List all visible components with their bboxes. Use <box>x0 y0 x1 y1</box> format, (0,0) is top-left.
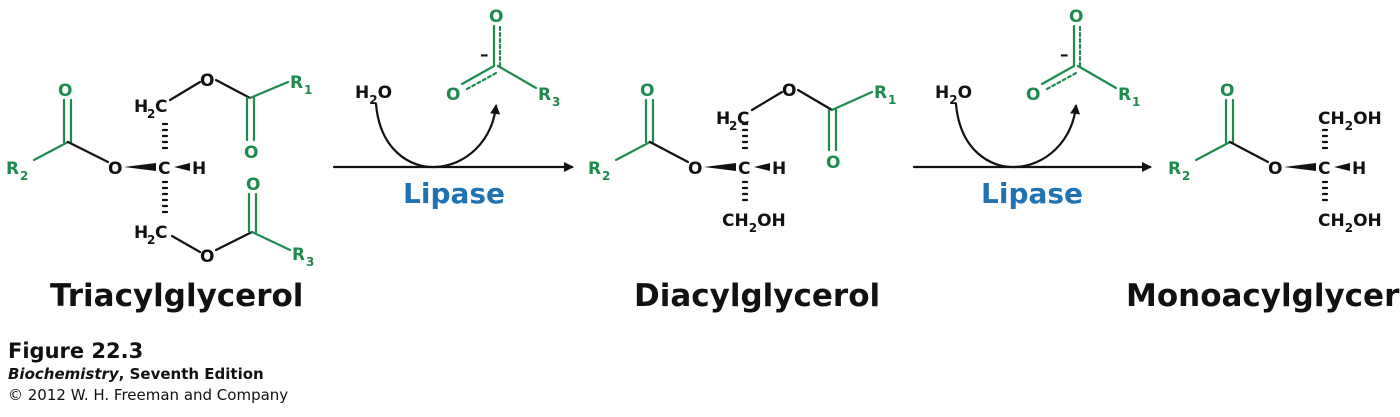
tag-r1: R <box>290 73 303 93</box>
tag-ester-o-top: O <box>200 71 214 91</box>
enzyme-lipase-1: Lipase <box>403 177 505 210</box>
svg-text:R: R <box>1168 159 1181 179</box>
carboxylate-1-o-top: O <box>489 7 503 27</box>
svg-text:R: R <box>588 159 601 179</box>
figure-caption: Figure 22.3 Biochemistry, Seventh Editio… <box>8 338 288 406</box>
enzyme-lipase-2: Lipase <box>981 177 1083 210</box>
carboxylate-1-charge: – <box>480 45 489 65</box>
label-diacylglycerol: Diacylglycerol <box>634 278 880 314</box>
svg-text:2: 2 <box>729 119 737 133</box>
figure-number: Figure 22.3 <box>8 339 144 363</box>
tag-h: H <box>192 159 206 179</box>
water-1: H2O <box>355 83 392 107</box>
svg-text:–: – <box>1060 45 1069 65</box>
svg-text:C: C <box>155 223 167 243</box>
svg-text:C: C <box>1318 159 1330 179</box>
svg-text:O: O <box>1026 85 1040 105</box>
svg-text:3: 3 <box>552 95 560 109</box>
tag-r2-sub: 2 <box>20 169 28 183</box>
svg-text:O: O <box>782 81 796 101</box>
dag-ch2oh: CH2OH <box>722 211 786 235</box>
svg-text:2: 2 <box>602 169 610 183</box>
svg-text:R: R <box>874 83 887 103</box>
tag-ester-o-mid: O <box>108 159 122 179</box>
label-monoacylglycerol: Monoacylglycerol <box>1126 278 1400 314</box>
svg-text:H: H <box>772 159 786 179</box>
tag-h2c-top: H <box>134 97 148 117</box>
svg-text:2: 2 <box>147 107 155 121</box>
monoacylglycerol-structure: O R 2 O C H CH2OH CH2OH <box>1168 81 1382 235</box>
label-triacylglycerol: Triacylglycerol <box>50 278 303 314</box>
svg-text:O: O <box>1268 159 1282 179</box>
svg-text:O: O <box>826 153 840 173</box>
svg-text:1: 1 <box>1132 95 1140 109</box>
mag-ch2oh-bottom: CH2OH <box>1318 211 1382 235</box>
svg-text:1: 1 <box>304 83 312 97</box>
svg-text:3: 3 <box>306 255 314 269</box>
tag-r2: R <box>6 159 19 179</box>
svg-text:1: 1 <box>888 93 896 107</box>
svg-text:O: O <box>640 81 654 101</box>
tag-central-c: C <box>158 159 170 179</box>
svg-text:C: C <box>738 159 750 179</box>
triacylglycerol-structure: O R 2 O C H H 2 C O O R 1 H 2 C O O R <box>6 71 314 269</box>
svg-text:H: H <box>716 109 730 129</box>
tag-ester-o-bottom: O <box>200 247 214 267</box>
reaction-arrow-1: H2O O O – R 3 Lipase <box>332 7 574 210</box>
svg-text:2: 2 <box>147 233 155 247</box>
diacylglycerol-structure: O R 2 O C H H 2 C O O R 1 CH2OH <box>588 81 896 235</box>
reaction-arrow-2: H2O O O – R 1 Lipase <box>912 7 1152 210</box>
svg-text:O: O <box>1069 7 1083 27</box>
tag-r3: R <box>292 245 305 265</box>
book-title: Biochemistry, Seventh Edition <box>8 365 264 383</box>
svg-text:R: R <box>1118 85 1131 105</box>
carboxylate-1-o-left: O <box>446 85 460 105</box>
svg-text:H: H <box>1352 159 1366 179</box>
mag-ch2oh-top: CH2OH <box>1318 109 1382 133</box>
tag-carbonyl-o-left: O <box>58 81 72 101</box>
tag-carbonyl-o-top: O <box>244 143 258 163</box>
svg-text:O: O <box>1220 81 1234 101</box>
svg-text:C: C <box>737 109 749 129</box>
tag-carbonyl-o-bottom: O <box>246 175 260 195</box>
copyright: © 2012 W. H. Freeman and Company <box>8 386 289 404</box>
svg-text:2: 2 <box>1182 169 1190 183</box>
svg-text:O: O <box>688 159 702 179</box>
svg-text:C: C <box>155 97 167 117</box>
carboxylate-1-r3: R <box>538 85 551 105</box>
tag-h2c-bottom: H <box>134 223 148 243</box>
water-2: H2O <box>935 83 972 107</box>
